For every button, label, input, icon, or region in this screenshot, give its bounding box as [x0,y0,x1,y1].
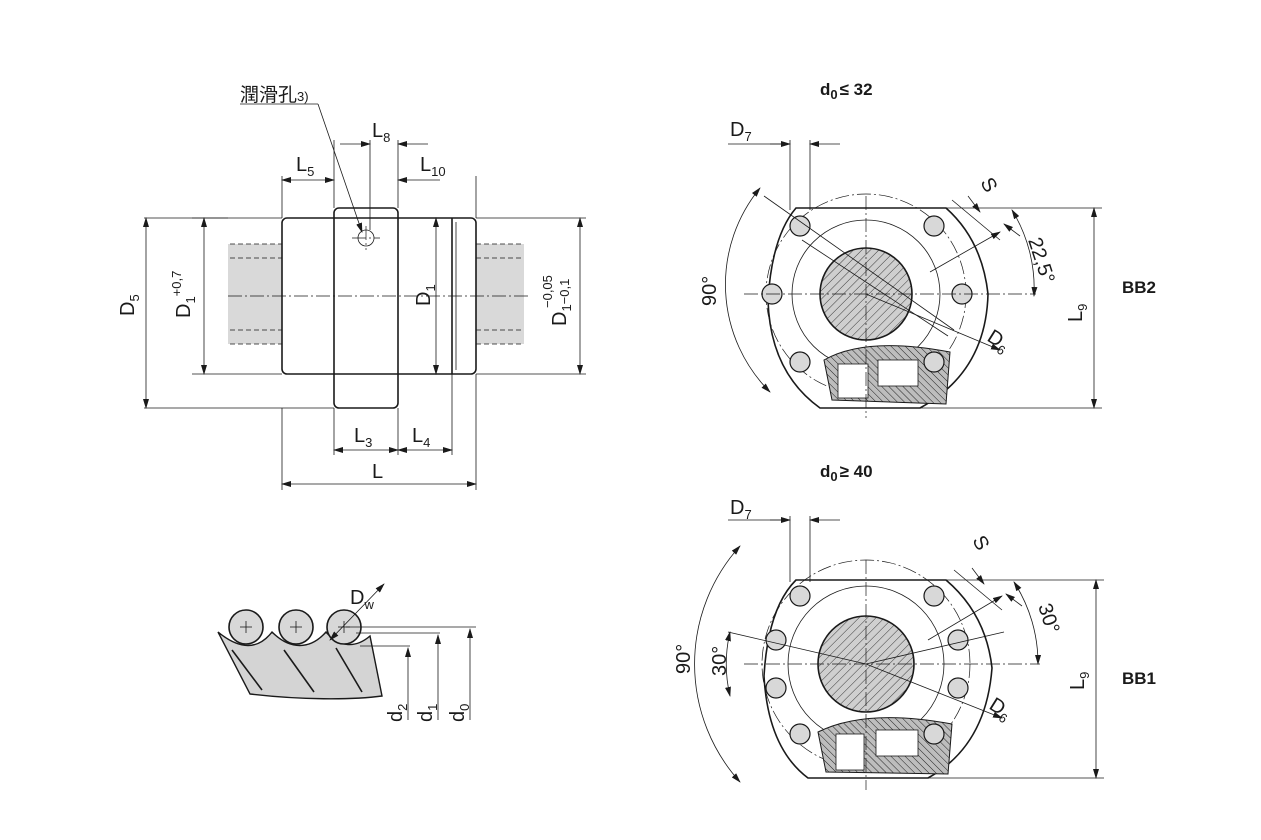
lube-hole-label: 潤滑孔 [240,84,297,106]
dim-D5: D [117,302,139,316]
flange-bb1: d0≥ 40 [673,462,1156,790]
bb1-bolt-hole-4 [947,629,969,651]
dim-d2: d [385,711,407,722]
ball-2 [278,609,314,645]
bb1-condition-relation: ≥ 40 [840,462,873,481]
dim-L3: L [354,425,365,447]
bb1-dim-D7-sub: 7 [744,507,751,522]
dim-L4-sub: 4 [423,435,430,450]
bb1-bolt-hole-6 [947,677,969,699]
svg-text:L8: L8 [372,120,390,145]
dim-D1: D [413,292,435,306]
dim-L5-sub: 5 [307,164,314,179]
dim-L8-sub: 8 [383,130,390,145]
bb2-dim-L9-sub: 9 [1075,304,1090,311]
dim-L4: L [412,425,423,447]
dim-L5: L [296,154,307,176]
bb1-bolt-hole-1 [789,585,811,607]
bb1-angle-30-right: 30° [1033,601,1063,637]
dim-D1-tol-sub: 1 [183,296,198,303]
dim-D5-sub: 5 [127,294,142,301]
dim-L: L [372,461,383,483]
dim-D1b-sub: 1 [559,304,574,311]
svg-text:d2: d2 [385,704,410,722]
svg-text:D5: D5 [117,294,142,316]
dim-d0: d [447,711,469,722]
thread-detail: Dw d2 d1 d0 [217,583,476,722]
dim-D1-sub: 1 [423,284,438,291]
bb1-angle-30-left: 30° [709,646,731,676]
svg-text:D7: D7 [730,497,752,522]
dim-Dw-sub: w [363,597,374,612]
dim-d0-sub: 0 [457,704,472,711]
dim-D1-tol: D [173,304,195,318]
bb1-bolt-hole-8 [923,723,945,745]
svg-text:L9: L9 [1065,304,1090,322]
dim-d1-sub: 1 [425,704,440,711]
bb2-bolt-hole-2 [923,215,945,237]
svg-text:d0≥ 40: d0≥ 40 [820,462,873,484]
svg-text:潤滑孔3): 潤滑孔3) [240,84,309,106]
bb2-angle-90: 90° [699,276,721,306]
nut-flange [333,207,399,409]
bb2-angle-22-5: 22,5° [1023,235,1058,286]
dim-D1b-tol-lo: −0,1 [557,279,572,305]
dim-L8: L [372,120,383,142]
svg-text:L4: L4 [412,425,430,450]
svg-text:L10: L10 [420,154,446,179]
bb1-dim-L9: L [1067,679,1089,690]
bb2-dim-D7: D [730,119,744,141]
svg-text:Dw: Dw [350,587,374,612]
dim-D1b-tol-up: −0,05 [540,275,555,308]
svg-text:D1: D1 [413,284,438,306]
bb1-condition-sub: 0 [830,469,837,484]
bb1-dim-S: S [968,532,994,554]
bb1-bolt-hole-7 [789,723,811,745]
svg-text:d1: d1 [415,704,440,722]
svg-text:d0: d0 [447,704,472,722]
bb1-dim-L9-sub: 9 [1077,672,1092,679]
right-thread-section [476,244,524,344]
svg-text:D1−0,1: D1−0,1 [549,279,574,326]
bb2-bolt-hole-1 [789,215,811,237]
side-view: 潤滑孔3) L8 L5 L10 L3 L4 L D5 D1+0,7 D1 D1−… [117,84,586,490]
bb2-condition-sub: 0 [830,87,837,102]
lube-hole-note: 3) [297,89,309,104]
bb2-condition-relation: ≤ 32 [840,80,873,99]
bb2-bolt-hole-5 [789,351,811,373]
flange-bb2: d0≤ 32 D7 S 2 [699,80,1156,418]
svg-text:L9: L9 [1067,672,1092,690]
left-thread-section [228,244,282,344]
dim-L10-sub: 10 [431,164,445,179]
svg-text:D7: D7 [730,119,752,144]
bb1-bolt-hole-2 [923,585,945,607]
dim-Dw: D [350,587,364,609]
bb2-bolt-hole-6 [923,351,945,373]
dim-d1: d [415,711,437,722]
dim-D1b: D [549,312,571,326]
svg-text:D1+0,7: D1+0,7 [169,271,198,318]
bb1-angle-90: 90° [673,644,695,674]
bb2-name: BB2 [1122,278,1156,297]
bb1-condition-d: d [820,462,830,481]
bb2-dim-S: S [976,174,1002,196]
bb1-bolt-hole-5 [765,677,787,699]
dim-L3-sub: 3 [365,435,372,450]
svg-text:L3: L3 [354,425,372,450]
svg-text:D6: D6 [982,326,1014,359]
bb1-dim-D7: D [730,497,744,519]
bb1-bolt-hole-3 [765,629,787,651]
svg-text:D6: D6 [984,694,1016,727]
dim-L10: L [420,154,431,176]
bb2-dim-L9: L [1065,311,1087,322]
dim-d2-sub: 2 [395,704,410,711]
bb2-condition-d: d [820,80,830,99]
ball-1 [228,609,264,645]
dim-D1-tol-sup: +0,7 [169,271,184,297]
svg-text:d0≤ 32: d0≤ 32 [820,80,873,102]
svg-text:L5: L5 [296,154,314,179]
bb1-name: BB1 [1122,669,1156,688]
bb2-dim-D7-sub: 7 [744,129,751,144]
